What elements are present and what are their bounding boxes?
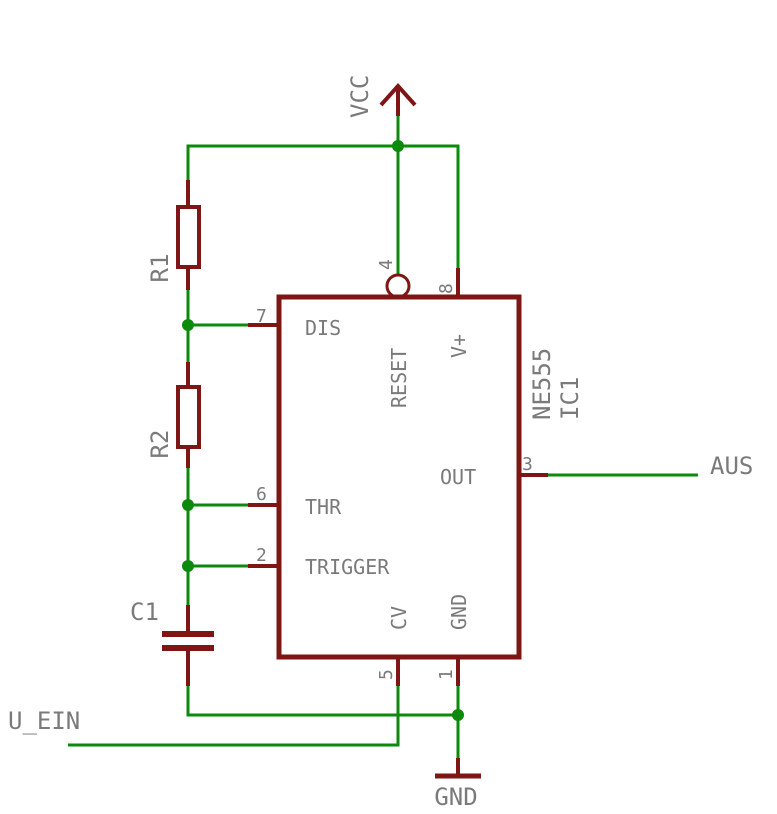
wire-c1-to-gnd: [186, 686, 458, 717]
pin-thr-name: THR: [305, 495, 342, 519]
ic-ne555[interactable]: [248, 268, 548, 686]
net-label-aus: AUS: [710, 452, 753, 480]
pin-3-number: 3: [522, 454, 533, 475]
ic-ref-label: IC1: [556, 377, 584, 420]
vcc-symbol: [379, 83, 417, 116]
junctions: [182, 140, 464, 721]
junction-gnd: [452, 709, 464, 721]
pin-gnd-name: GND: [447, 594, 471, 630]
vcc-label: VCC: [346, 75, 374, 118]
pin-cv-name: CV: [387, 606, 411, 630]
net-label-u-ein: U_EIN: [8, 707, 80, 735]
capacitor-c1[interactable]: [162, 605, 214, 686]
wire-vcc-top-rail: [186, 144, 460, 268]
pin-trigger-name: TRIGGER: [305, 555, 390, 579]
junction-dis: [182, 319, 194, 331]
r2-body: [176, 385, 201, 449]
gnd-symbol: [435, 758, 481, 779]
pin-1-number: 1: [436, 669, 457, 680]
resistor-r1[interactable]: [176, 180, 201, 290]
pin-4-inverter-bubble: [385, 273, 411, 299]
pin-reset-name: RESET: [387, 348, 411, 408]
junction-thr: [182, 499, 194, 511]
r2-label: R2: [146, 430, 174, 459]
junction-trig: [182, 560, 194, 572]
pin-4-number: 4: [376, 259, 397, 270]
wire-u-ein: [68, 686, 400, 747]
ic-type-label: NE555: [528, 348, 556, 420]
junction-vcc: [392, 140, 404, 152]
c1-label: C1: [130, 598, 159, 626]
r1-label: R1: [146, 254, 174, 283]
gnd-label: GND: [434, 783, 477, 811]
resistor-r2[interactable]: [176, 362, 201, 468]
pin-6-number: 6: [256, 484, 267, 505]
pin-dis-name: DIS: [305, 316, 341, 340]
pin-8-number: 8: [436, 283, 457, 294]
pin-5-number: 5: [376, 669, 397, 680]
pin-vplus-name: V+: [447, 334, 471, 358]
r1-body: [176, 205, 201, 269]
pin-2-number: 2: [256, 545, 267, 566]
pin-7-number: 7: [256, 306, 267, 327]
pin-out-name: OUT: [440, 465, 476, 489]
